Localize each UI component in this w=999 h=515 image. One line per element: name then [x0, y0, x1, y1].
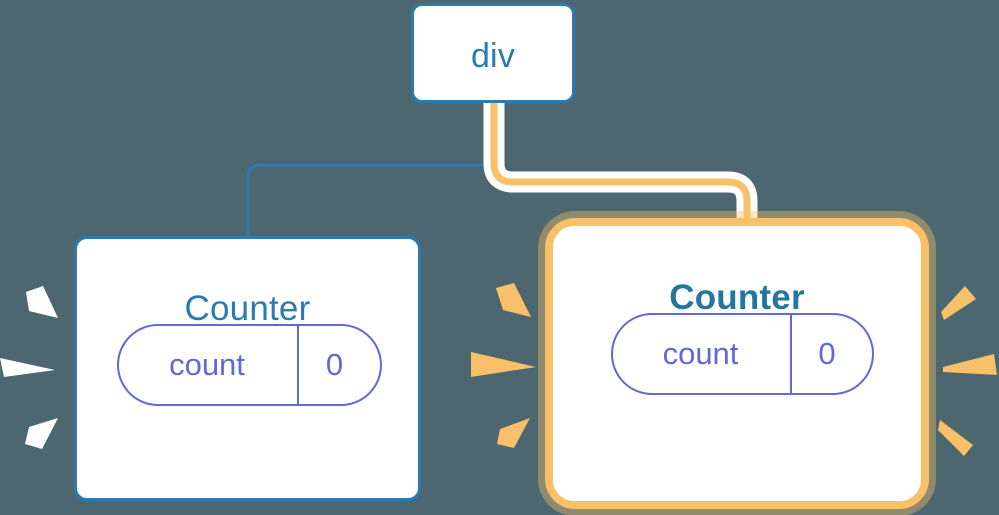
spark-ray — [25, 418, 58, 449]
node-counter-right-label: Counter — [669, 278, 805, 317]
state-pill-left[interactable]: count 0 — [117, 324, 382, 406]
state-value-right: 0 — [818, 336, 836, 371]
left-counter-left-sparks — [0, 286, 58, 449]
state-key-left: count — [119, 326, 299, 404]
spark-ray — [496, 283, 531, 317]
spark-ray — [497, 418, 530, 448]
edge-root-to-right-child — [490, 99, 751, 244]
state-key-right: count — [613, 315, 792, 393]
state-pill-right[interactable]: count 0 — [611, 313, 874, 395]
node-counter-right-highlight-ring[interactable]: Counter count 0 — [545, 218, 929, 509]
spark-ray — [941, 286, 976, 320]
spark-ray — [0, 358, 55, 377]
spark-ray — [26, 286, 58, 318]
spark-ray — [943, 354, 997, 375]
spark-ray — [938, 420, 973, 456]
state-value-left: 0 — [325, 347, 344, 382]
node-counter-left[interactable]: Counter count 0 — [74, 236, 421, 501]
node-div-label: div — [470, 37, 516, 75]
spark-ray — [471, 352, 536, 377]
node-div[interactable]: div — [411, 3, 575, 103]
node-counter-right[interactable]: Counter count 0 — [553, 226, 921, 501]
right-counter-right-sparks — [938, 286, 997, 456]
right-counter-left-sparks — [471, 283, 536, 448]
node-counter-left-label: Counter — [184, 289, 311, 328]
